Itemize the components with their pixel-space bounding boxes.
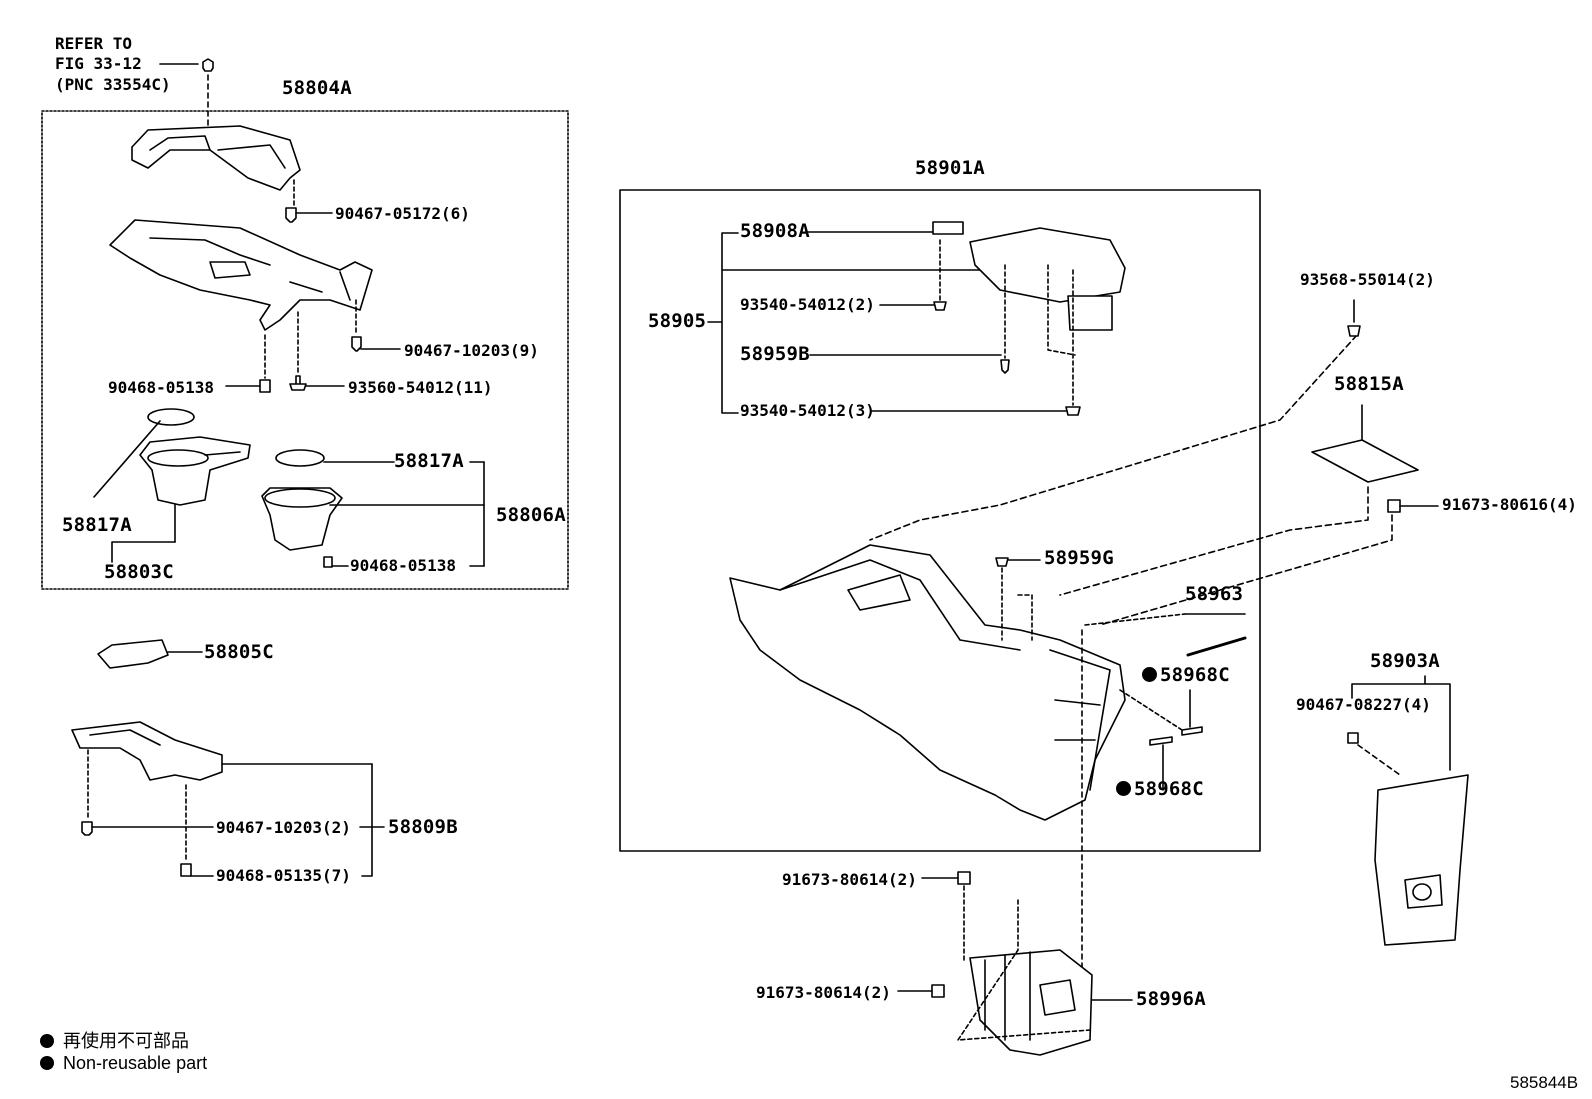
pad-58815A-part [1311, 439, 1419, 483]
pin-58959B-icon [1000, 359, 1010, 374]
refer-note-line2: FIG 33-12 [55, 54, 142, 73]
label-58903A: 58903A [1370, 650, 1440, 672]
label-90467-10203-2: 90467-10203(2) [216, 818, 351, 837]
label-58908A: 58908A [740, 220, 810, 242]
label-58803C: 58803C [104, 561, 174, 583]
label-91673-80614-b: 91673-80614(2) [756, 983, 891, 1002]
legend-en-text: Non-reusable part [63, 1053, 208, 1073]
clip-90468-05138-b-icon [323, 556, 333, 568]
legend-jp-text: 再使用不可部品 [63, 1031, 189, 1051]
panel-58903A-part [1374, 774, 1469, 946]
clip-90467-05172-icon [285, 207, 297, 223]
label-58968C-a: 58968C [1142, 666, 1230, 685]
screw-93568-55014-icon [1347, 325, 1361, 337]
pin-58968C-a-icon [1181, 726, 1203, 736]
label-93560-54012: 93560-54012(11) [348, 378, 493, 397]
label-58996A: 58996A [1136, 988, 1206, 1010]
bolt-91673-80616-icon [1387, 499, 1401, 513]
label-58959G: 58959G [1044, 547, 1114, 569]
nut-90468-05138-icon [259, 379, 271, 393]
non-reusable-bullet-icon [1116, 781, 1131, 796]
label-58817A-right: 58817A [394, 450, 464, 472]
screw-93540-54012-3-icon [1065, 406, 1081, 416]
label-58809B: 58809B [388, 816, 458, 838]
non-reusable-bullet-icon [1142, 667, 1157, 682]
tray-58809B-part [71, 721, 223, 781]
ring-58817A-left-part [147, 408, 195, 426]
label-90467-05172: 90467-05172(6) [335, 204, 470, 223]
console-body-part [729, 544, 1126, 821]
legend-jp: 再使用不可部品 [40, 1027, 189, 1053]
group-box-58901A [619, 189, 1261, 852]
label-90467-10203-9: 90467-10203(9) [404, 341, 539, 360]
label-91673-80616: 91673-80616(4) [1442, 495, 1577, 514]
ring-58817A-right-part [275, 449, 325, 467]
label-93540-54012-3: 93540-54012(3) [740, 401, 875, 420]
screw-93560-54012-icon [289, 375, 307, 391]
group-box-58804A [41, 110, 569, 590]
group-title-58901A: 58901A [915, 157, 985, 179]
legend-en: Non-reusable part [40, 1053, 207, 1074]
upper-panel-part [131, 125, 301, 191]
label-90468-05135: 90468-05135(7) [216, 866, 351, 885]
bolt-91673-80614-b-icon [931, 984, 945, 998]
clip-90467-08227-icon [1347, 732, 1359, 744]
clip-90467-10203-2-icon [81, 821, 93, 836]
figure-id: 585844B [1510, 1073, 1579, 1092]
label-58806A: 58806A [496, 504, 566, 526]
refer-note-line1: REFER TO [55, 34, 133, 53]
label-58905: 58905 [648, 310, 707, 332]
clip-90467-10203-icon [351, 336, 362, 352]
label-58968C-b: 58968C [1116, 780, 1204, 799]
clip-top-icon [202, 58, 214, 72]
cup-holder-58806A-part [261, 487, 343, 551]
pin-58968C-b-icon [1149, 736, 1173, 746]
hinge-58908A-icon [932, 221, 964, 235]
bolt-91673-80614-a-icon [957, 871, 971, 885]
legend-dot-icon [40, 1056, 54, 1070]
label-58963: 58963 [1185, 583, 1244, 605]
label-58805C: 58805C [204, 641, 274, 663]
label-58815A: 58815A [1334, 373, 1404, 395]
label-93568-55014: 93568-55014(2) [1300, 270, 1435, 289]
label-58959B: 58959B [740, 343, 810, 365]
label-90467-08227: 90467-08227(4) [1296, 695, 1431, 714]
legend-dot-icon [40, 1034, 54, 1048]
lid-58805C-part [97, 639, 169, 669]
rod-58963-part [1186, 636, 1247, 657]
screw-58959G-icon [995, 557, 1009, 567]
cup-holder-58803C-part [139, 436, 251, 506]
screw-93540-54012-2-icon [933, 301, 947, 311]
label-93540-54012-2: 93540-54012(2) [740, 295, 875, 314]
label-91673-80614-a: 91673-80614(2) [782, 870, 917, 889]
label-90468-05138-b: 90468-05138 [350, 556, 456, 575]
refer-note-line3: (PNC 33554C) [55, 75, 171, 94]
label-58817A-left: 58817A [62, 514, 132, 536]
nut-90468-05135-icon [180, 863, 192, 877]
label-90468-05138-a: 90468-05138 [108, 378, 214, 397]
group-title-58804A: 58804A [282, 77, 352, 99]
